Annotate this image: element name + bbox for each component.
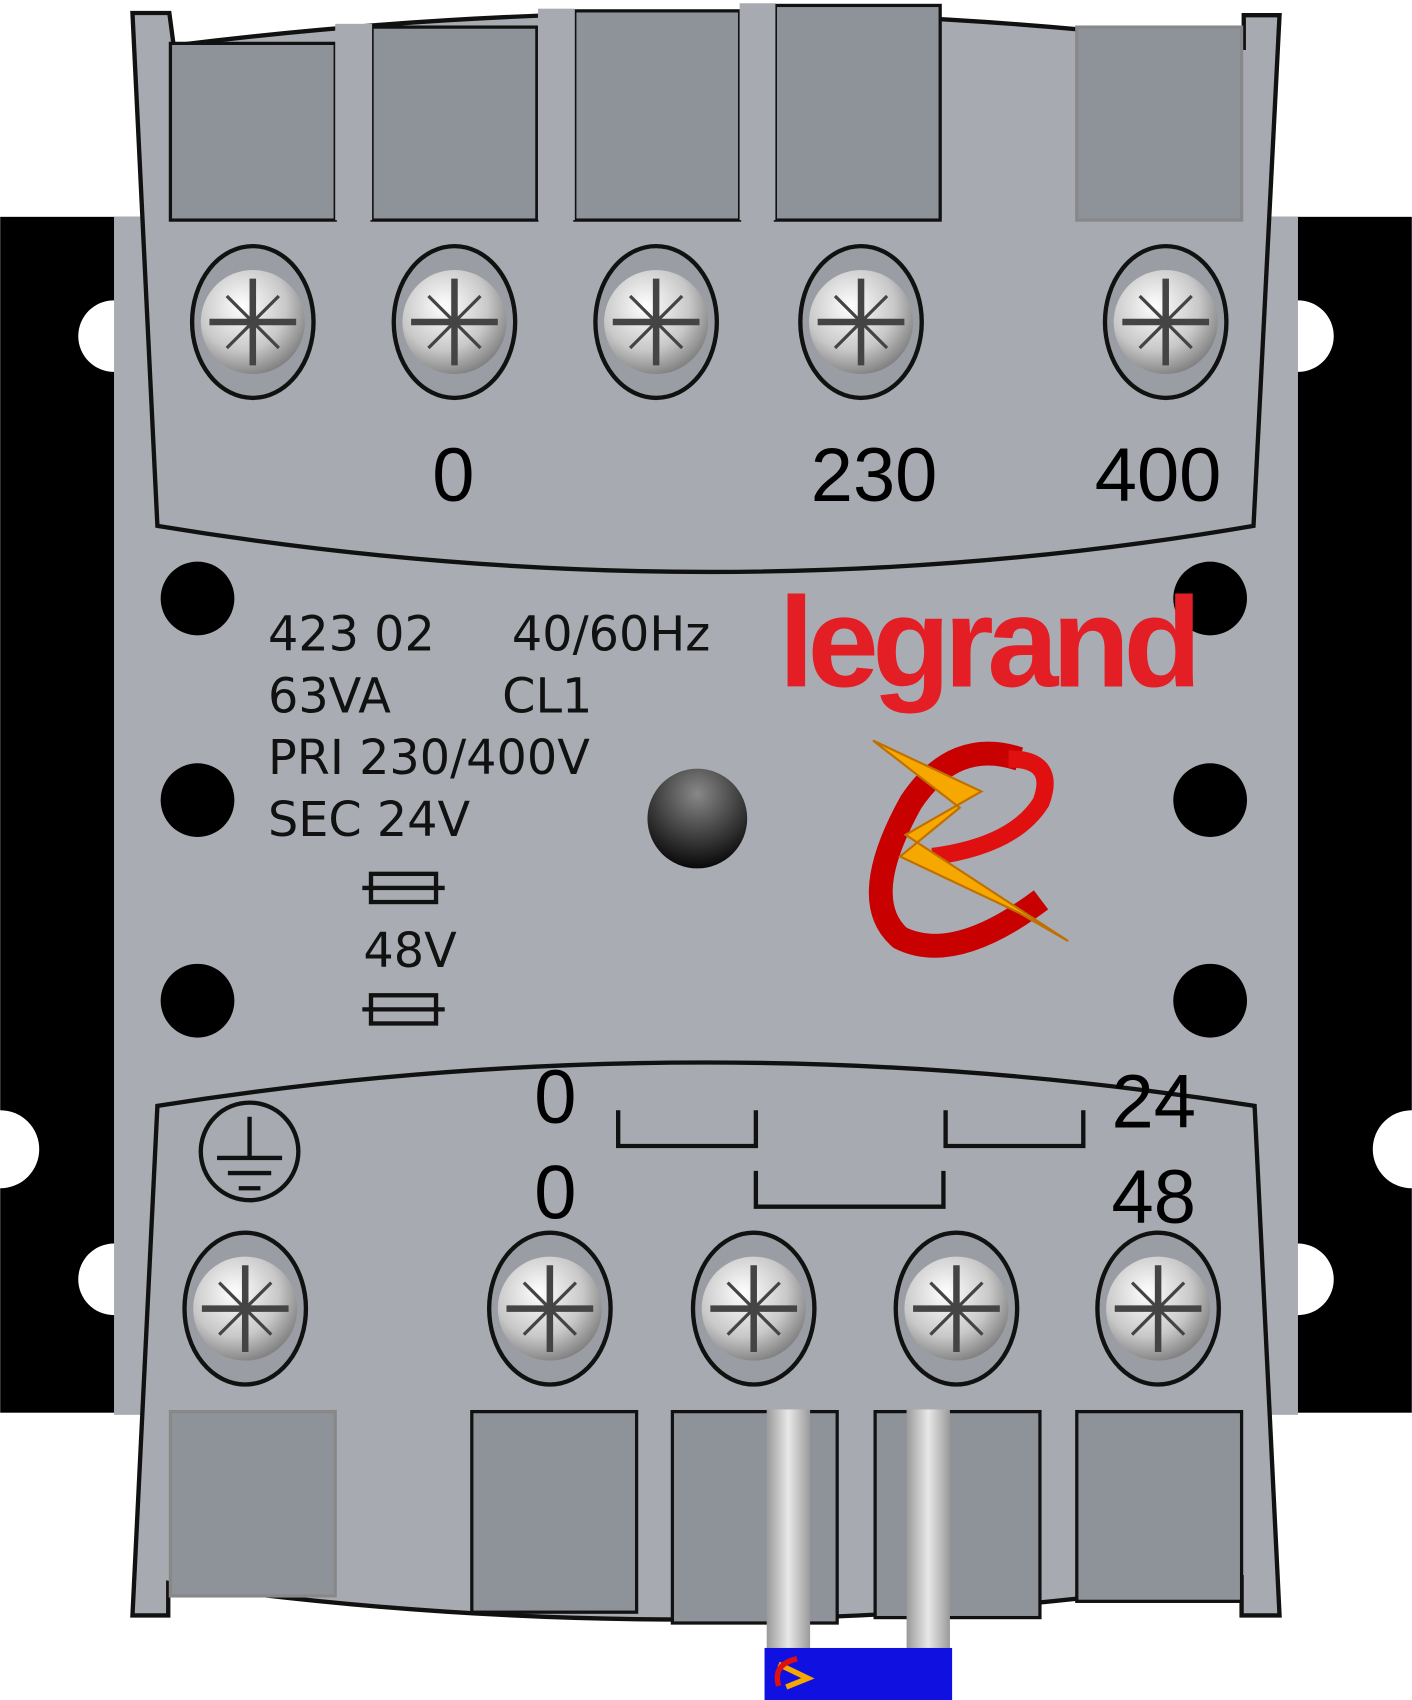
- screw-icon[interactable]: [1105, 246, 1226, 398]
- screw-icon[interactable]: [185, 1233, 306, 1385]
- output-wires: [764, 1409, 953, 1700]
- screw-icon[interactable]: [1097, 1233, 1218, 1385]
- bottom-label-24: 24: [1112, 1060, 1196, 1145]
- lightning-e-logo-icon: [868, 739, 1069, 958]
- screw-icon[interactable]: [595, 246, 716, 398]
- fuse-voltage: 48V: [363, 924, 457, 979]
- legrand-logo: legrand: [779, 571, 1195, 714]
- bottom-label-0-top: 0: [534, 1055, 576, 1140]
- top-label-0: 0: [432, 433, 474, 518]
- fuse-icon: [362, 871, 445, 1026]
- top-label-400: 400: [1095, 433, 1222, 518]
- earth-icon: [198, 1100, 301, 1203]
- screw-icon[interactable]: [489, 1233, 610, 1385]
- winding-brackets: [616, 1110, 1086, 1209]
- indicator-knob: [647, 768, 748, 869]
- ref-number: 423 02: [268, 608, 435, 663]
- screw-icon[interactable]: [800, 246, 921, 398]
- secondary-voltage: SEC 24V: [268, 793, 471, 848]
- mounting-holes: [160, 561, 1248, 1038]
- top-label-230: 230: [811, 433, 938, 518]
- insulation-class: CL1: [502, 669, 592, 724]
- screw-icon[interactable]: [693, 1233, 814, 1385]
- spec-labels: 423 02 40/60Hz 63VA CL1 PRI 230/400V SEC…: [268, 608, 710, 980]
- screw-icon[interactable]: [192, 246, 313, 398]
- bottom-label-48: 48: [1112, 1155, 1196, 1240]
- primary-voltage: PRI 230/400V: [268, 731, 590, 786]
- frequency: 40/60Hz: [512, 608, 710, 663]
- power-rating: 63VA: [268, 669, 391, 724]
- screw-icon[interactable]: [394, 246, 515, 398]
- bottom-label-0-bottom: 0: [534, 1151, 576, 1236]
- screw-icon[interactable]: [896, 1233, 1017, 1385]
